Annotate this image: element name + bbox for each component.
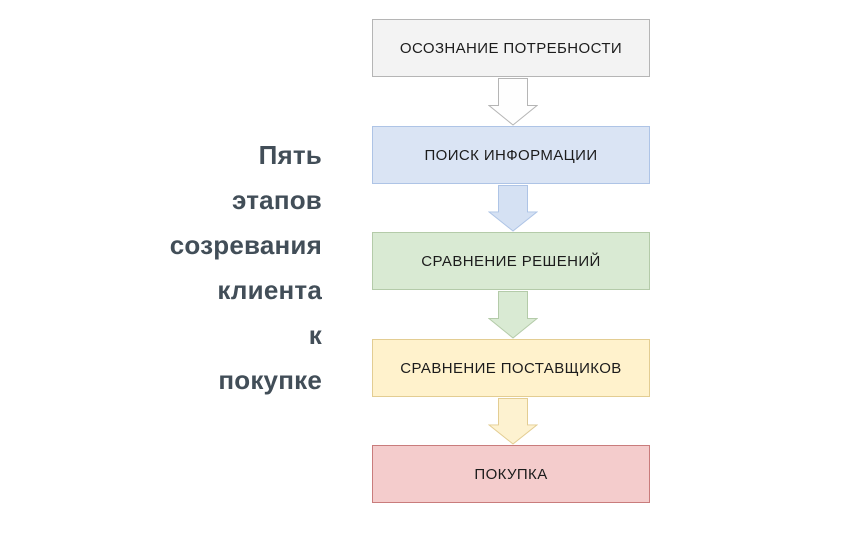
down-arrow-shape (488, 185, 538, 232)
down-arrow-icon-2 (488, 185, 538, 232)
stage-label-information-search: ПОИСК ИНФОРМАЦИИ (424, 146, 598, 164)
title-line-4: клиента (217, 275, 322, 305)
down-arrow-icon-4 (488, 398, 538, 445)
down-arrow-shape (488, 398, 538, 445)
down-arrow-icon-1 (488, 78, 538, 126)
stage-label-vendor-comparison: СРАВНЕНИЕ ПОСТАВЩИКОВ (400, 359, 622, 377)
stage-label-solution-comparison: СРАВНЕНИЕ РЕШЕНИЙ (421, 252, 601, 270)
stage-box-solution-comparison: СРАВНЕНИЕ РЕШЕНИЙ (372, 232, 650, 290)
page-title: Пять этапов созревания клиента к покупке (0, 133, 322, 403)
title-line-2: этапов (232, 185, 322, 215)
stage-label-need-recognition: ОСОЗНАНИЕ ПОТРЕБНОСТИ (399, 39, 623, 57)
down-arrow-shape (488, 291, 538, 339)
stage-box-need-recognition: ОСОЗНАНИЕ ПОТРЕБНОСТИ (372, 19, 650, 77)
title-line-1: Пять (258, 140, 322, 170)
title-line-6: покупке (218, 365, 322, 395)
down-arrow-icon-3 (488, 291, 538, 339)
title-line-5: к (308, 320, 322, 350)
title-line-3: созревания (169, 230, 322, 260)
stage-box-purchase: ПОКУПКА (372, 445, 650, 503)
down-arrow-shape (488, 78, 538, 126)
stage-label-purchase: ПОКУПКА (474, 465, 548, 483)
stage-box-information-search: ПОИСК ИНФОРМАЦИИ (372, 126, 650, 184)
stage-box-vendor-comparison: СРАВНЕНИЕ ПОСТАВЩИКОВ (372, 339, 650, 397)
